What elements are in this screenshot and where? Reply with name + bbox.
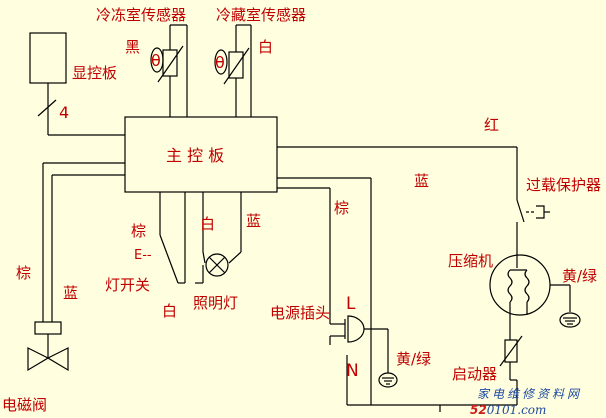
main-board-box: [124, 116, 278, 193]
wire-color-blue-lamp: 蓝: [246, 212, 261, 230]
valve-coil: [34, 321, 62, 335]
wire-color-red: 红: [484, 116, 499, 134]
solenoid-valve-label: 电磁阀: [2, 396, 47, 414]
light-switch-label: 灯开关: [105, 276, 150, 294]
wire-color-white-top: 白: [258, 38, 273, 56]
compressor-coil-1: [507, 269, 513, 303]
bus-count-label: 4: [59, 103, 69, 122]
compressor-ground-symbol: [559, 312, 581, 328]
theta-symbol-2: θ: [215, 53, 225, 72]
plug-L-label: L: [346, 294, 356, 314]
switch-e-mark: E--: [134, 248, 152, 263]
compressor-ground-label: 黄/绿: [562, 267, 597, 285]
power-plug-body: [347, 315, 365, 343]
compressor-symbol: [489, 254, 551, 316]
lighting-lamp-symbol: [205, 253, 229, 277]
freezer-sensor-theta-circle: [150, 47, 164, 73]
fridge-sensor-label: 冷藏室传感器: [216, 6, 306, 24]
compressor-coil-2: [524, 269, 530, 303]
valve-body: [27, 347, 69, 372]
watermark-url: 520101.com: [470, 403, 546, 417]
wire-color-blue-mid: 蓝: [414, 172, 429, 190]
starter-label: 启动器: [452, 365, 497, 383]
freezer-sensor-label: 冷冻室传感器: [96, 6, 186, 24]
wire-color-brown-switch: 棕: [131, 222, 146, 240]
wire-color-white-bottom: 白: [162, 302, 177, 320]
overload-protector-label: 过载保护器: [526, 176, 601, 194]
display-board-box: [29, 32, 67, 84]
bus-slash: [37, 99, 57, 117]
overload-protector-contact: [516, 199, 525, 223]
wire-color-white-lamp: 白: [200, 215, 215, 233]
fridge-sensor-theta-circle: [214, 49, 228, 75]
theta-symbol-1: θ: [151, 51, 161, 70]
wire-color-brown-mid: 棕: [334, 199, 349, 217]
power-plug-label: 电源插头: [270, 304, 330, 322]
wire-color-black: 黑: [125, 38, 140, 56]
plug-ground-symbol: [378, 372, 398, 388]
plug-ground-label: 黄/绿: [396, 350, 431, 368]
plug-N-label: N: [346, 361, 359, 381]
main-board-label: 主 控 板: [166, 146, 224, 165]
display-board-label: 显控板: [72, 64, 117, 82]
lighting-lamp-label: 照明灯: [193, 294, 238, 312]
watermark-main: 家电维修资料网: [477, 387, 582, 401]
wire-color-blue-left: 蓝: [63, 284, 78, 302]
wire-color-brown-left: 棕: [16, 264, 31, 282]
compressor-label: 压缩机: [448, 252, 493, 270]
switch-contact: [159, 234, 179, 284]
